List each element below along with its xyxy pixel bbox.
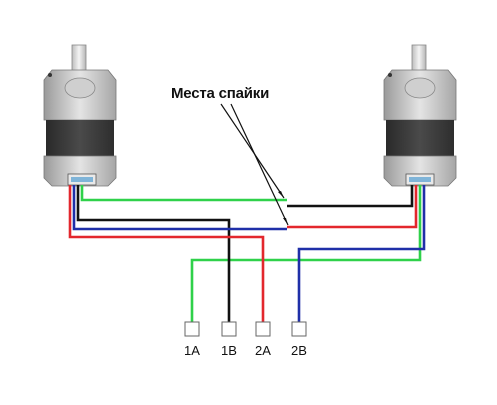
motor-body xyxy=(46,120,114,156)
wire-group xyxy=(68,185,426,326)
motor-body xyxy=(386,120,454,156)
motor-boss xyxy=(404,77,436,99)
motor-mount-hole xyxy=(388,73,392,77)
wire-red xyxy=(68,185,265,326)
stepper-motor-right xyxy=(383,44,457,187)
wire-green xyxy=(80,185,287,202)
wire-black-right xyxy=(287,185,414,208)
motor-connector-pins xyxy=(409,177,431,182)
terminal-label-2a: 2A xyxy=(255,343,271,358)
motor-bottom-cap xyxy=(383,155,457,187)
terminal-label-2b: 2B xyxy=(291,343,307,358)
motor-bottom-cap xyxy=(43,155,117,187)
terminal-box-2a xyxy=(255,321,271,337)
motor-connector-pins xyxy=(71,177,93,182)
pointer-arrowhead-2 xyxy=(283,218,288,225)
motor-boss xyxy=(64,77,96,99)
terminal-label-1b: 1B xyxy=(221,343,237,358)
motor-mount-hole xyxy=(48,73,52,77)
solder-points-label: Места спайки xyxy=(171,85,270,102)
wire-blue-right xyxy=(297,185,426,326)
pointer-arrowhead-1 xyxy=(278,191,284,198)
terminal-box-1b xyxy=(221,321,237,337)
pointer-line-2 xyxy=(230,103,289,226)
wire-blue xyxy=(72,185,287,231)
wire-green-right xyxy=(190,185,422,326)
terminal-box-1a xyxy=(184,321,200,337)
terminal-label-1a: 1A xyxy=(184,343,200,358)
terminal-box-2b xyxy=(291,321,307,337)
callout-pointers xyxy=(220,103,289,226)
wire-black xyxy=(76,185,231,326)
wire-red-right xyxy=(287,185,418,229)
terminal-boxes xyxy=(184,321,307,337)
stepper-motor-left xyxy=(43,44,117,187)
